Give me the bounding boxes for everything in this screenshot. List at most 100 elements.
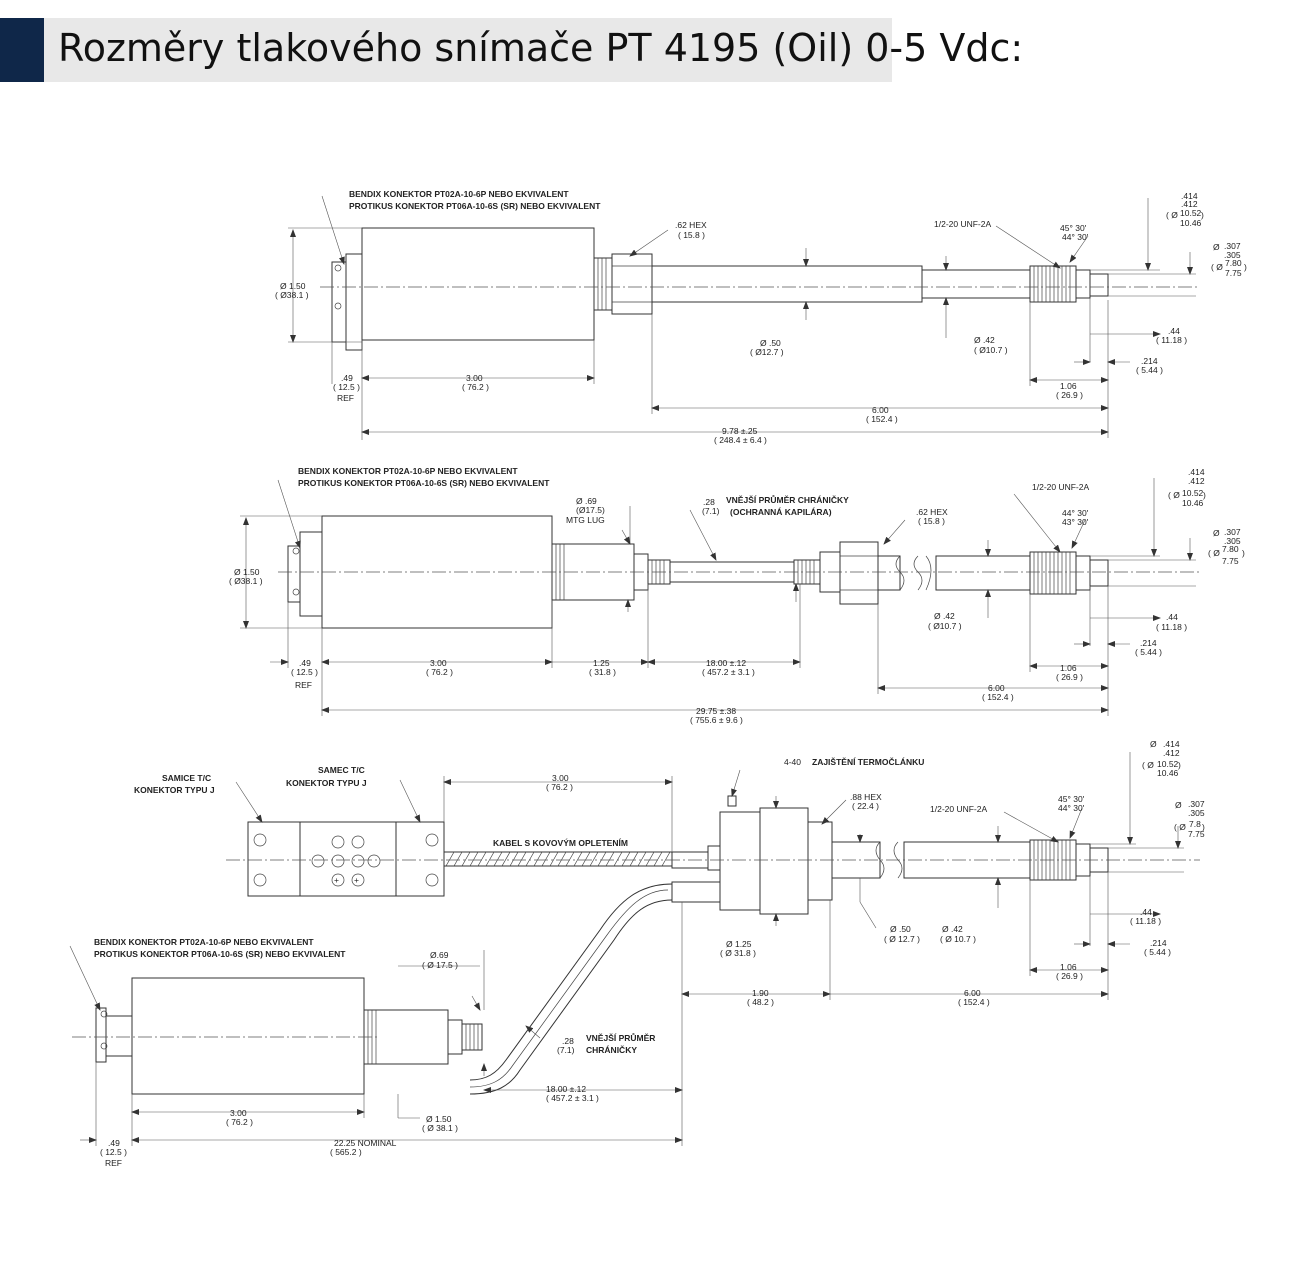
- header: Rozměry tlakového snímače PT 4195 (Oil) …: [0, 18, 1303, 82]
- v3-l300top: 3.00: [552, 773, 569, 783]
- v3-connector-flange: [105, 1015, 133, 1057]
- v3-screw: [727, 795, 737, 807]
- v3-hex: [807, 821, 833, 901]
- v3-d414-mm-open: ( Ø: [1142, 760, 1154, 770]
- v2-l214-mm: ( 5.44 ): [1135, 647, 1162, 657]
- v1-connector-label-1: BENDIX KONEKTOR PT02A-10-6P NEBO EKVIVAL…: [349, 189, 569, 199]
- v2-tip-dia: Ø .42: [934, 611, 955, 621]
- v3-d307-mm2: 7.75: [1188, 829, 1205, 839]
- v2-stem-start: [877, 555, 901, 591]
- v2-lug-label: MTG LUG: [566, 515, 605, 525]
- v3-d125: Ø 1.25: [726, 939, 752, 949]
- v3-l106-mm: ( 26.9 ): [1056, 971, 1083, 981]
- v1-stem-dia-mm: ( Ø12.7 ): [750, 347, 784, 357]
- v1-d412: .412: [1181, 199, 1198, 209]
- v2-angle-1: 44° 30': [1062, 508, 1089, 518]
- v2-d305: .305: [1224, 536, 1241, 546]
- v3-lug: [363, 1009, 449, 1065]
- v3-d414-mm2: 10.46: [1157, 768, 1179, 778]
- v3-d307: .307: [1188, 799, 1205, 809]
- v1-neck: [593, 257, 613, 311]
- v1-d307: .307: [1224, 241, 1241, 251]
- v2-body-dia-mm: ( Ø38.1 ): [229, 576, 263, 586]
- v2-d414-mm2: 10.46: [1182, 498, 1204, 508]
- v2-l600-mm: ( 152.4 ): [982, 692, 1014, 702]
- v2-l1800: 18.00 ±.12: [706, 658, 746, 668]
- v3-angle-1: 45° 30': [1058, 794, 1085, 804]
- v2-lug-mm: (Ø17.5): [576, 505, 605, 515]
- v3-body-dia-mm: ( Ø 38.1 ): [422, 1123, 458, 1133]
- v3-male-label-2: KONEKTOR TYPU J: [286, 778, 367, 788]
- v2-d307-mm-open: ( Ø: [1208, 548, 1220, 558]
- v2-armor-mm: (7.1): [702, 506, 720, 516]
- v2-d414: .414: [1188, 467, 1205, 477]
- v2-armor-dia: .28: [703, 497, 715, 507]
- v1-l49: .49: [341, 373, 353, 383]
- v3-stem-dia: Ø .50: [890, 924, 911, 934]
- v2-connector-label-2: PROTIKUS KONEKTOR PT06A-10-6S (SR) NEBO …: [298, 478, 550, 488]
- v3-tc-female: [247, 821, 301, 897]
- v2-hex: [839, 541, 879, 605]
- v3-d307-mm-close: ): [1202, 822, 1205, 832]
- v1-thread-label: 1/2-20 UNF-2A: [934, 219, 991, 229]
- v2-hex-mm: ( 15.8 ): [918, 516, 945, 526]
- v1-main-body: [361, 227, 595, 341]
- v1-l214: .214: [1141, 356, 1158, 366]
- v2-l125-mm: ( 31.8 ): [589, 667, 616, 677]
- v2-connector-label-1: BENDIX KONEKTOR PT02A-10-6P NEBO EKVIVAL…: [298, 466, 518, 476]
- v2-l125: 1.25: [593, 658, 610, 668]
- v1-d307-sym: Ø: [1213, 242, 1220, 252]
- v1-l44: .44: [1168, 326, 1180, 336]
- v3-hex-mm: ( 22.4 ): [852, 801, 879, 811]
- v3-armor-mm: (7.1): [557, 1045, 575, 1055]
- v3-stem-dia-mm: ( Ø 12.7 ): [884, 934, 920, 944]
- v3-tc-male: [395, 821, 445, 897]
- v2-l2975: 29.75 ±.38: [696, 706, 736, 716]
- v3-l600-mm: ( 152.4 ): [958, 997, 990, 1007]
- v1-d414: .414: [1181, 191, 1198, 201]
- v1-d414-mm1: 10.52: [1180, 208, 1202, 218]
- v3-armor-fitting: [671, 881, 721, 903]
- v1-tip-shaft: [921, 269, 1031, 299]
- v3-crimp: [447, 1019, 463, 1055]
- v2-stem: [935, 555, 1031, 591]
- v3-armor-label-1: VNĚJŠÍ PRŮMĚR: [586, 1032, 655, 1043]
- v2-d307-sym: Ø: [1213, 528, 1220, 538]
- v2-l106-mm: ( 26.9 ): [1056, 672, 1083, 682]
- v3-tip-dia: Ø .42: [942, 924, 963, 934]
- v2-l49-mm: ( 12.5 ): [291, 667, 318, 677]
- v1-l300: 3.00: [466, 373, 483, 383]
- v1-l978-mm: ( 248.4 ± 6.4 ): [714, 435, 767, 445]
- v1-d305: .305: [1224, 250, 1241, 260]
- v2-d307-mm-close: ): [1242, 548, 1245, 558]
- v3-d307-mm1: 7.8: [1189, 819, 1201, 829]
- v2-thread: [1029, 551, 1077, 595]
- v1-hex: [611, 253, 653, 315]
- v3-cable-label: KABEL S KOVOVÝM OPLETENÍM: [493, 837, 628, 848]
- v2-d307-mm1: 7.80: [1222, 544, 1239, 554]
- v1-nose: [1075, 269, 1091, 299]
- v1-d414-mm2: 10.46: [1180, 218, 1202, 228]
- v1-d307-mm2: 7.75: [1225, 268, 1242, 278]
- page-title: Rozměry tlakového snímače PT 4195 (Oil) …: [58, 26, 1024, 70]
- v1-d414-mm-close: ): [1201, 210, 1204, 220]
- v2-tip: [1089, 559, 1109, 587]
- v1-d414-mm-open: ( Ø: [1166, 210, 1178, 220]
- v3-l2225: 22.25 NOMINAL: [334, 1138, 397, 1148]
- view-1: BENDIX KONEKTOR PT02A-10-6P NEBO EKVIVAL…: [275, 189, 1247, 445]
- v2-l1800-mm: ( 457.2 ± 3.1 ): [702, 667, 755, 677]
- v2-lug-dia: Ø .69: [576, 496, 597, 506]
- v3-l106: 1.06: [1060, 962, 1077, 972]
- v3-hex: .88 HEX: [850, 792, 882, 802]
- v1-l214-mm: ( 5.44 ): [1136, 365, 1163, 375]
- v3-d414-mm1: 10.52: [1157, 759, 1179, 769]
- v3-l300top-mm: ( 76.2 ): [546, 782, 573, 792]
- v2-body-dia: Ø 1.50: [234, 567, 260, 577]
- v3-female-label-1: SAMICE T/C: [162, 773, 211, 783]
- header-accent: [0, 18, 44, 82]
- view-2: BENDIX KONEKTOR PT02A-10-6P NEBO EKVIVAL…: [229, 466, 1245, 725]
- v1-l106: 1.06: [1060, 381, 1077, 391]
- v3-l214-mm: ( 5.44 ): [1144, 947, 1171, 957]
- v3-housing-2: [759, 807, 809, 915]
- v2-l44: .44: [1166, 612, 1178, 622]
